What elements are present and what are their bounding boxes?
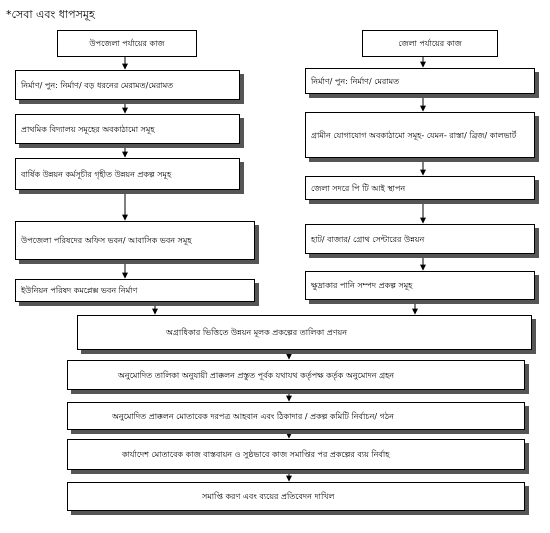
step-3: অনুমোদিত প্রাক্কলন মোতাবেক দরপত্র আহবান …	[67, 402, 525, 430]
right-item-3: জেলা সদরে পি টি আই স্থাপন	[305, 176, 535, 200]
step-5: সমাপ্তি করণ এবং ব্যয়ের প্রতিবেদন দাখিল	[67, 482, 525, 511]
left-item-1: নির্মাণ/ পুন: নির্মাণ/ বড় ধরনের মেরামত/…	[15, 70, 240, 100]
left-item-2: প্রাথমিক বিদ্যালয় সমূহের অবকাঠামো সমূহ	[15, 114, 240, 144]
step-2: অনুমোদিত তালিকা অনুযায়ী প্রাক্কলন প্রস্…	[67, 360, 525, 390]
right-item-5: ক্ষুদ্রাকার পানি সম্পদ প্রকল্প সমূহ	[305, 271, 535, 300]
left-item-3: বার্ষিক উন্নয়ন কর্মসূচীর গৃহীত উন্নয়ন …	[15, 158, 240, 190]
left-item-5: ইউনিয়ন পরিষদ কমপ্লেক্স ভবন নির্মাণ	[15, 279, 255, 302]
right-item-4: হাট/ বাজার/ গ্রোথ সেন্টারের উন্নয়ন	[305, 224, 535, 254]
step-1: অগ্রাধিকার ভিত্তিতে উন্নয়ন মূলক প্রকল্প…	[77, 315, 532, 350]
right-item-1: নির্মাণ/ পুন: নির্মাণ/ মেরামত	[305, 68, 535, 94]
step-4: কার্যাদেশ মোতাবেক কাজ বাস্তবায়ন ও সুষ্ঠ…	[67, 439, 525, 470]
left-item-4: উপজেলা পরিষদের অফিস ভবন/ আবাসিক ভবন সমূহ	[15, 221, 255, 260]
right-item-2: গ্রামীন যোগাযোগ অবকাঠামো সমূহ- যেমন- রাস…	[305, 112, 535, 158]
page-title: *সেবা এবং ধাপসমূহ	[6, 8, 95, 21]
left-column-header: উপজেলা পর্যায়ের কাজ	[57, 30, 197, 57]
right-column-header: জেলা পর্যায়ের কাজ	[362, 30, 498, 57]
